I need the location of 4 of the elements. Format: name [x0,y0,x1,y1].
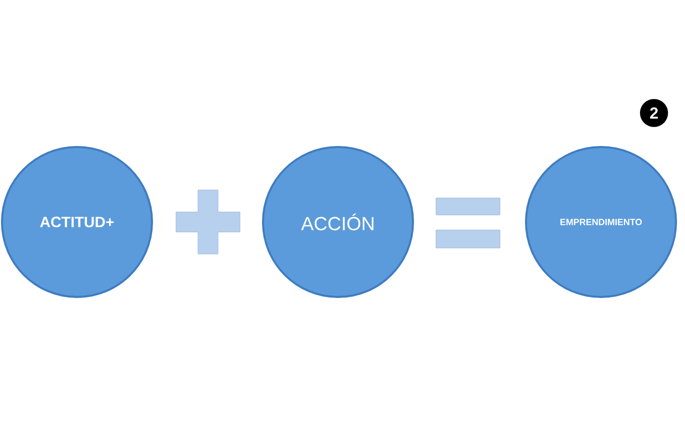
callout-number: 2 [640,99,668,127]
circle-node: EMPRENDIMIENTO [525,146,677,298]
circle-node: ACCIÓN [262,146,414,298]
circle-node: ACTITUD+ [1,146,153,298]
